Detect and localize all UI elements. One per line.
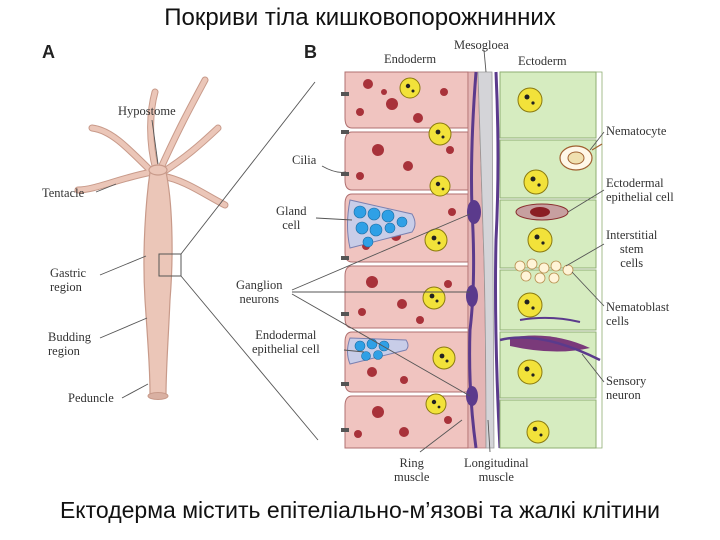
- endoderm-layer: [341, 71, 469, 449]
- label-ganglion-line2: neurons: [239, 292, 280, 306]
- label-gastric-line1: Gastric: [50, 266, 87, 280]
- ectoderm-layer: [499, 71, 603, 449]
- leaders-a: [95, 81, 319, 441]
- label-gland-line2: cell: [282, 218, 301, 232]
- label-ectodermal-epithelial-cell: Ectodermal epithelial cell: [606, 176, 674, 204]
- label-ectodermal-line2: epithelial cell: [606, 190, 674, 204]
- label-interstitial-line2: stem: [619, 242, 644, 256]
- label-ring-line2: muscle: [394, 470, 430, 484]
- label-ganglion-neurons: Ganglion neurons: [236, 278, 283, 306]
- label-nematoblast-cells: Nematoblast cells: [606, 300, 669, 328]
- gland-cells: [347, 199, 416, 365]
- label-sensory-neuron: Sensory neuron: [606, 374, 646, 402]
- label-longitudinal-muscle: Longitudinal muscle: [464, 456, 529, 484]
- label-tentacle: Tentacle: [42, 186, 85, 200]
- slide-title: Покриви тіла кишковопорожнинних: [164, 4, 556, 31]
- label-nematoblast-line1: Nematoblast: [606, 300, 670, 314]
- label-longitudinal-line2: muscle: [478, 470, 514, 484]
- label-endodermal-epithelial-cell: Endodermal epithelial cell: [252, 328, 320, 356]
- label-ring-muscle: Ring muscle: [394, 456, 429, 484]
- label-hypostome: Hypostome: [118, 104, 176, 118]
- label-nematoblast-line2: cells: [606, 314, 629, 328]
- label-peduncle: Peduncle: [68, 391, 114, 405]
- nematocyte-cell: [559, 143, 603, 171]
- label-interstitial-stem-cells: Interstitial stem cells: [606, 228, 657, 270]
- label-budding-line1: Budding: [48, 330, 92, 344]
- label-budding-region: Budding region: [48, 330, 91, 358]
- label-endodermal-line1: Endodermal: [255, 328, 317, 342]
- label-gland-cell: Gland cell: [276, 204, 307, 232]
- label-gastric-line2: region: [50, 280, 82, 294]
- label-ectodermal-line1: Ectodermal: [606, 176, 664, 190]
- label-gastric-region: Gastric region: [50, 266, 86, 294]
- label-sensory-line1: Sensory: [606, 374, 647, 388]
- label-ganglion-line1: Ganglion: [236, 278, 283, 292]
- mesogloea-layer: [466, 71, 502, 449]
- label-ectoderm: Ectoderm: [518, 54, 567, 68]
- label-longitudinal-line1: Longitudinal: [464, 456, 529, 470]
- label-sensory-line2: neuron: [606, 388, 641, 402]
- label-endoderm: Endoderm: [384, 52, 437, 66]
- panel-b-letter: B: [304, 42, 317, 62]
- label-gland-line1: Gland: [276, 204, 307, 218]
- label-mesogloea: Mesogloea: [454, 38, 509, 52]
- leaders-b: [291, 49, 605, 453]
- label-interstitial-line3: cells: [620, 256, 644, 270]
- label-cilia: Cilia: [292, 153, 317, 167]
- label-endodermal-line2: epithelial cell: [252, 342, 320, 356]
- label-nematocyte: Nematocyte: [606, 124, 667, 138]
- panel-a-letter: A: [42, 42, 55, 62]
- label-budding-line2: region: [48, 344, 80, 358]
- hydra-body: [74, 76, 229, 400]
- label-interstitial-line1: Interstitial: [606, 228, 658, 242]
- label-ring-line1: Ring: [399, 456, 424, 470]
- slide-caption: Ектодерма містить епітеліально-м’язові т…: [59, 497, 661, 523]
